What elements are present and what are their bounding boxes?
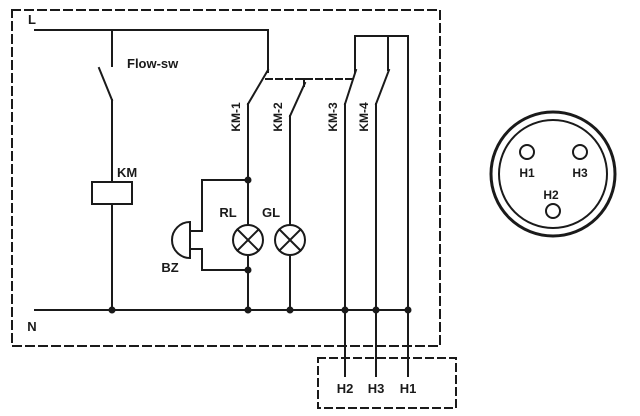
- junction-dots: [108, 176, 412, 314]
- connector-pin-h1-icon: [519, 144, 535, 160]
- flow-switch-blade-icon: [97, 66, 114, 102]
- km1-contact-blade-icon: [246, 68, 270, 106]
- km1-label: KM-1: [229, 102, 243, 132]
- line-label: L: [28, 12, 36, 27]
- gl-lamp-label: GL: [262, 205, 280, 220]
- junction-dot: [404, 306, 412, 314]
- connector-pin-h3-label: H3: [572, 166, 588, 180]
- connector-pin-h2-label: H2: [543, 188, 559, 202]
- connector-pin-h3-icon: [572, 144, 588, 160]
- connector-outer-ring: [489, 110, 617, 238]
- connector-pin-h2-icon: [545, 203, 561, 219]
- km4-label: KM-4: [357, 102, 371, 132]
- neutral-label: N: [27, 319, 36, 334]
- km2-label: KM-2: [271, 102, 285, 132]
- heater-terminal-h3-label: H3: [368, 381, 385, 396]
- km3-label: KM-3: [326, 102, 340, 132]
- junction-dot: [108, 306, 116, 314]
- main-enclosure-dashed-box: [11, 9, 441, 347]
- km4-contact-blade-icon: [374, 68, 391, 106]
- gl-lamp-cross-icon: [278, 228, 302, 252]
- buzzer-leads: [189, 230, 203, 250]
- flow-switch-label: Flow-sw: [127, 56, 179, 71]
- heater-terminal-h2-label: H2: [337, 381, 354, 396]
- connector-pin-h1-label: H1: [519, 166, 535, 180]
- heater-terminal-h1-label: H1: [400, 381, 417, 396]
- km-coil-label: KM: [117, 165, 137, 180]
- buzzer-label: BZ: [161, 260, 178, 275]
- junction-dot: [244, 306, 252, 314]
- km3-contact-blade-icon: [343, 68, 358, 106]
- junction-dot: [341, 306, 349, 314]
- wire-heater-rail-and-h1: [354, 35, 409, 377]
- heater-terminal-dashed-box: [317, 357, 457, 409]
- wire-buzzer-lower: [201, 248, 249, 271]
- connector-inner-ring: [498, 119, 608, 229]
- rl-lamp-label: RL: [219, 205, 236, 220]
- junction-dot: [244, 266, 252, 274]
- km2-contact-blade-icon: [288, 81, 307, 118]
- junction-dot: [372, 306, 380, 314]
- wire-buzzer-upper: [201, 179, 249, 232]
- rl-lamp-cross-icon: [236, 228, 260, 252]
- junction-dot: [286, 306, 294, 314]
- km-coil-icon: [91, 181, 133, 205]
- buzzer-icon: [171, 220, 191, 260]
- junction-dot: [244, 176, 252, 184]
